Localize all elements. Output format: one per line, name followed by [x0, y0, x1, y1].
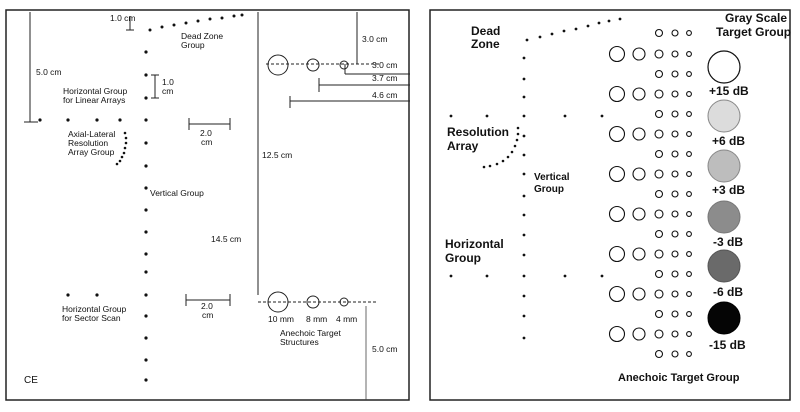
gray-scale-label-2: Target Group: [716, 25, 791, 39]
dim-3-7-label: 3.7 cm: [372, 73, 398, 83]
dim-3-0-top-label: 3.0 cm: [362, 34, 388, 44]
vertical-group-label-2: Group: [534, 184, 564, 195]
dead-zone-group-label-1: Dead Zone: [181, 31, 223, 41]
size-4mm-label: 4 mm: [336, 314, 357, 324]
horizontal-sector-dots: [66, 293, 99, 297]
dim-5-0-bottom-label: 5.0 cm: [372, 344, 398, 354]
spacing-2cm-bottom-label-1: 2.0: [201, 301, 213, 311]
gray-target-minus6: [707, 249, 741, 283]
dead-zone-label-1: Dead: [471, 24, 500, 38]
anechoic-structures-label-2: Structures: [280, 337, 319, 347]
resolution-array-label-1: Resolution: [447, 125, 509, 139]
spacing-1cm-label-2: cm: [162, 86, 173, 96]
dim-4-6-label: 4.6 cm: [372, 90, 398, 100]
resolution-array-label-2: Array: [447, 139, 479, 153]
spacing-1cm-label-1: 1.0: [162, 77, 174, 87]
right-dead-zone-dots: [525, 17, 622, 42]
horizontal-linear-label-2: for Linear Arrays: [63, 95, 125, 105]
spacing-2cm-bottom-label-2: cm: [202, 310, 213, 320]
gray-target-plus6: [707, 99, 741, 133]
horizontal-sector-label-2: for Sector Scan: [62, 313, 121, 323]
anechoic-4mm-bottom: [339, 297, 349, 307]
side-margin-dim-label: 5.0 cm: [36, 67, 62, 77]
anechoic-10mm-bottom: [267, 291, 289, 313]
horizontal-sector-label-1: Horizontal Group: [62, 304, 127, 314]
size-8mm-label: 8 mm: [306, 314, 327, 324]
size-10mm-label: 10 mm: [268, 314, 294, 324]
anechoic-group-label: Anechoic Target Group: [618, 372, 740, 384]
horizontal-linear-dots: [38, 118, 122, 122]
spacing-2cm-top-label-1: 2.0: [200, 128, 212, 138]
axial-lateral-label-2: Resolution: [68, 138, 108, 148]
dim-3-0-label: 3.0 cm: [372, 60, 398, 70]
depth-12-5-label: 12.5 cm: [262, 150, 292, 160]
db-label-minus15: -15 dB: [709, 338, 746, 352]
horizontal-group-label-2: Group: [445, 251, 481, 265]
anechoic-structures-label-1: Anechoic Target: [280, 328, 341, 338]
ce-mark: CE: [24, 375, 38, 386]
db-label-plus15: +15 dB: [709, 84, 749, 98]
gray-scale-label-1: Gray Scale: [725, 11, 787, 25]
anechoic-4mm-top: [339, 60, 349, 70]
axial-lateral-label-3: Array Group: [68, 147, 115, 157]
right-resolution-dots: [482, 126, 520, 169]
anechoic-8mm-top: [306, 58, 320, 72]
axial-lateral-label-1: Axial-Lateral: [68, 129, 115, 139]
gray-target-minus15: [707, 301, 741, 335]
vertical-group-dots: [144, 50, 148, 382]
anechoic-target-grid: [608, 28, 692, 359]
db-label-plus6: +6 dB: [712, 134, 745, 148]
right-vertical-dots: [522, 56, 526, 340]
vertical-group-label: Vertical Group: [150, 188, 204, 198]
left-panel-frame: [5, 9, 410, 401]
spacing-2cm-top-label-2: cm: [201, 137, 212, 147]
depth-14-5-label: 14.5 cm: [211, 234, 241, 244]
dead-zone-dim-label: 1.0 cm: [110, 13, 136, 23]
vertical-group-label-1: Vertical: [534, 172, 570, 183]
horizontal-group-label-1: Horizontal: [445, 237, 504, 251]
axial-lateral-dots: [115, 131, 128, 166]
dead-zone-dots: [148, 13, 244, 32]
anechoic-10mm-top: [267, 54, 289, 76]
gray-target-minus3: [707, 200, 741, 234]
dead-zone-group-label-2: Group: [181, 40, 205, 50]
anechoic-8mm-bottom: [306, 295, 320, 309]
db-label-minus6: -6 dB: [713, 285, 743, 299]
right-panel-frame: [429, 9, 791, 401]
db-label-plus3: +3 dB: [712, 183, 745, 197]
gray-target-plus3: [707, 149, 741, 183]
horizontal-linear-label-1: Horizontal Group: [63, 86, 128, 96]
db-label-minus3: -3 dB: [713, 235, 743, 249]
right-horizontal-dots: [449, 114, 604, 278]
dead-zone-label-2: Zone: [471, 37, 500, 51]
gray-target-plus15: [707, 50, 741, 84]
